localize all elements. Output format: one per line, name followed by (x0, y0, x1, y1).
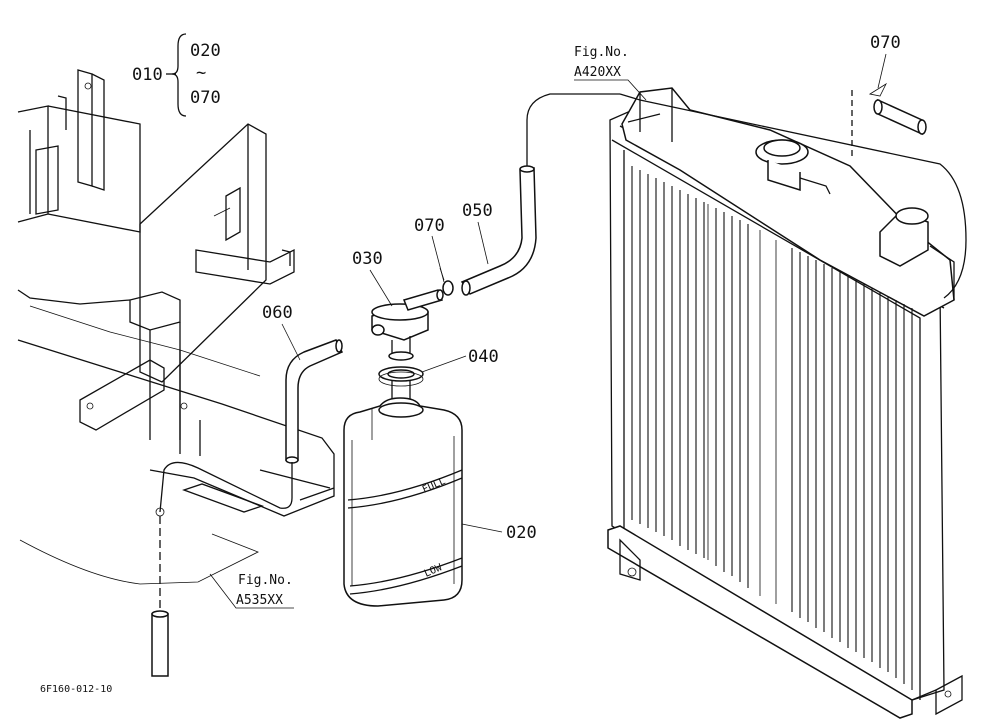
group-bracket: 010 020 ~ 070 (132, 33, 221, 117)
frame-bracket-assembly (17, 69, 335, 585)
fig-ref-a535-code: A535XX (236, 593, 283, 608)
hose-060-assembly (151, 339, 344, 677)
group-range-symbol: ~ (196, 63, 206, 83)
reserve-tank-020: FULL LOW (343, 397, 463, 607)
fig-ref-a420-code: A420XX (574, 65, 621, 80)
gasket-040 (378, 366, 424, 400)
cap-030 (371, 289, 444, 361)
fig-ref-a535-prefix: Fig.No. (238, 573, 293, 588)
hose-050 (460, 93, 620, 296)
callout-070-right: 070 (870, 33, 901, 53)
radiator-assembly (607, 82, 967, 719)
group-range-start: 020 (190, 41, 221, 61)
callout-040: 040 (468, 347, 499, 367)
drawing-number: 6F160-012-10 (40, 684, 112, 695)
group-range-end: 070 (190, 88, 221, 108)
callout-050: 050 (462, 201, 493, 221)
figure-reference-a535: Fig.No. A535XX (209, 573, 294, 609)
figure-reference-a420: Fig.No. A420XX (574, 45, 647, 101)
callout-020: 020 (506, 523, 537, 543)
callout-070-left: 070 (414, 216, 445, 236)
callout-030: 030 (352, 249, 383, 269)
group-parent-label: 010 (132, 65, 163, 85)
clamp-070-left (439, 267, 454, 296)
radiator-core-fins (631, 166, 913, 690)
callout-060: 060 (262, 303, 293, 323)
callouts: 070 050 030 060 040 020 070 (262, 33, 901, 543)
fig-ref-a420-prefix: Fig.No. (574, 45, 629, 60)
